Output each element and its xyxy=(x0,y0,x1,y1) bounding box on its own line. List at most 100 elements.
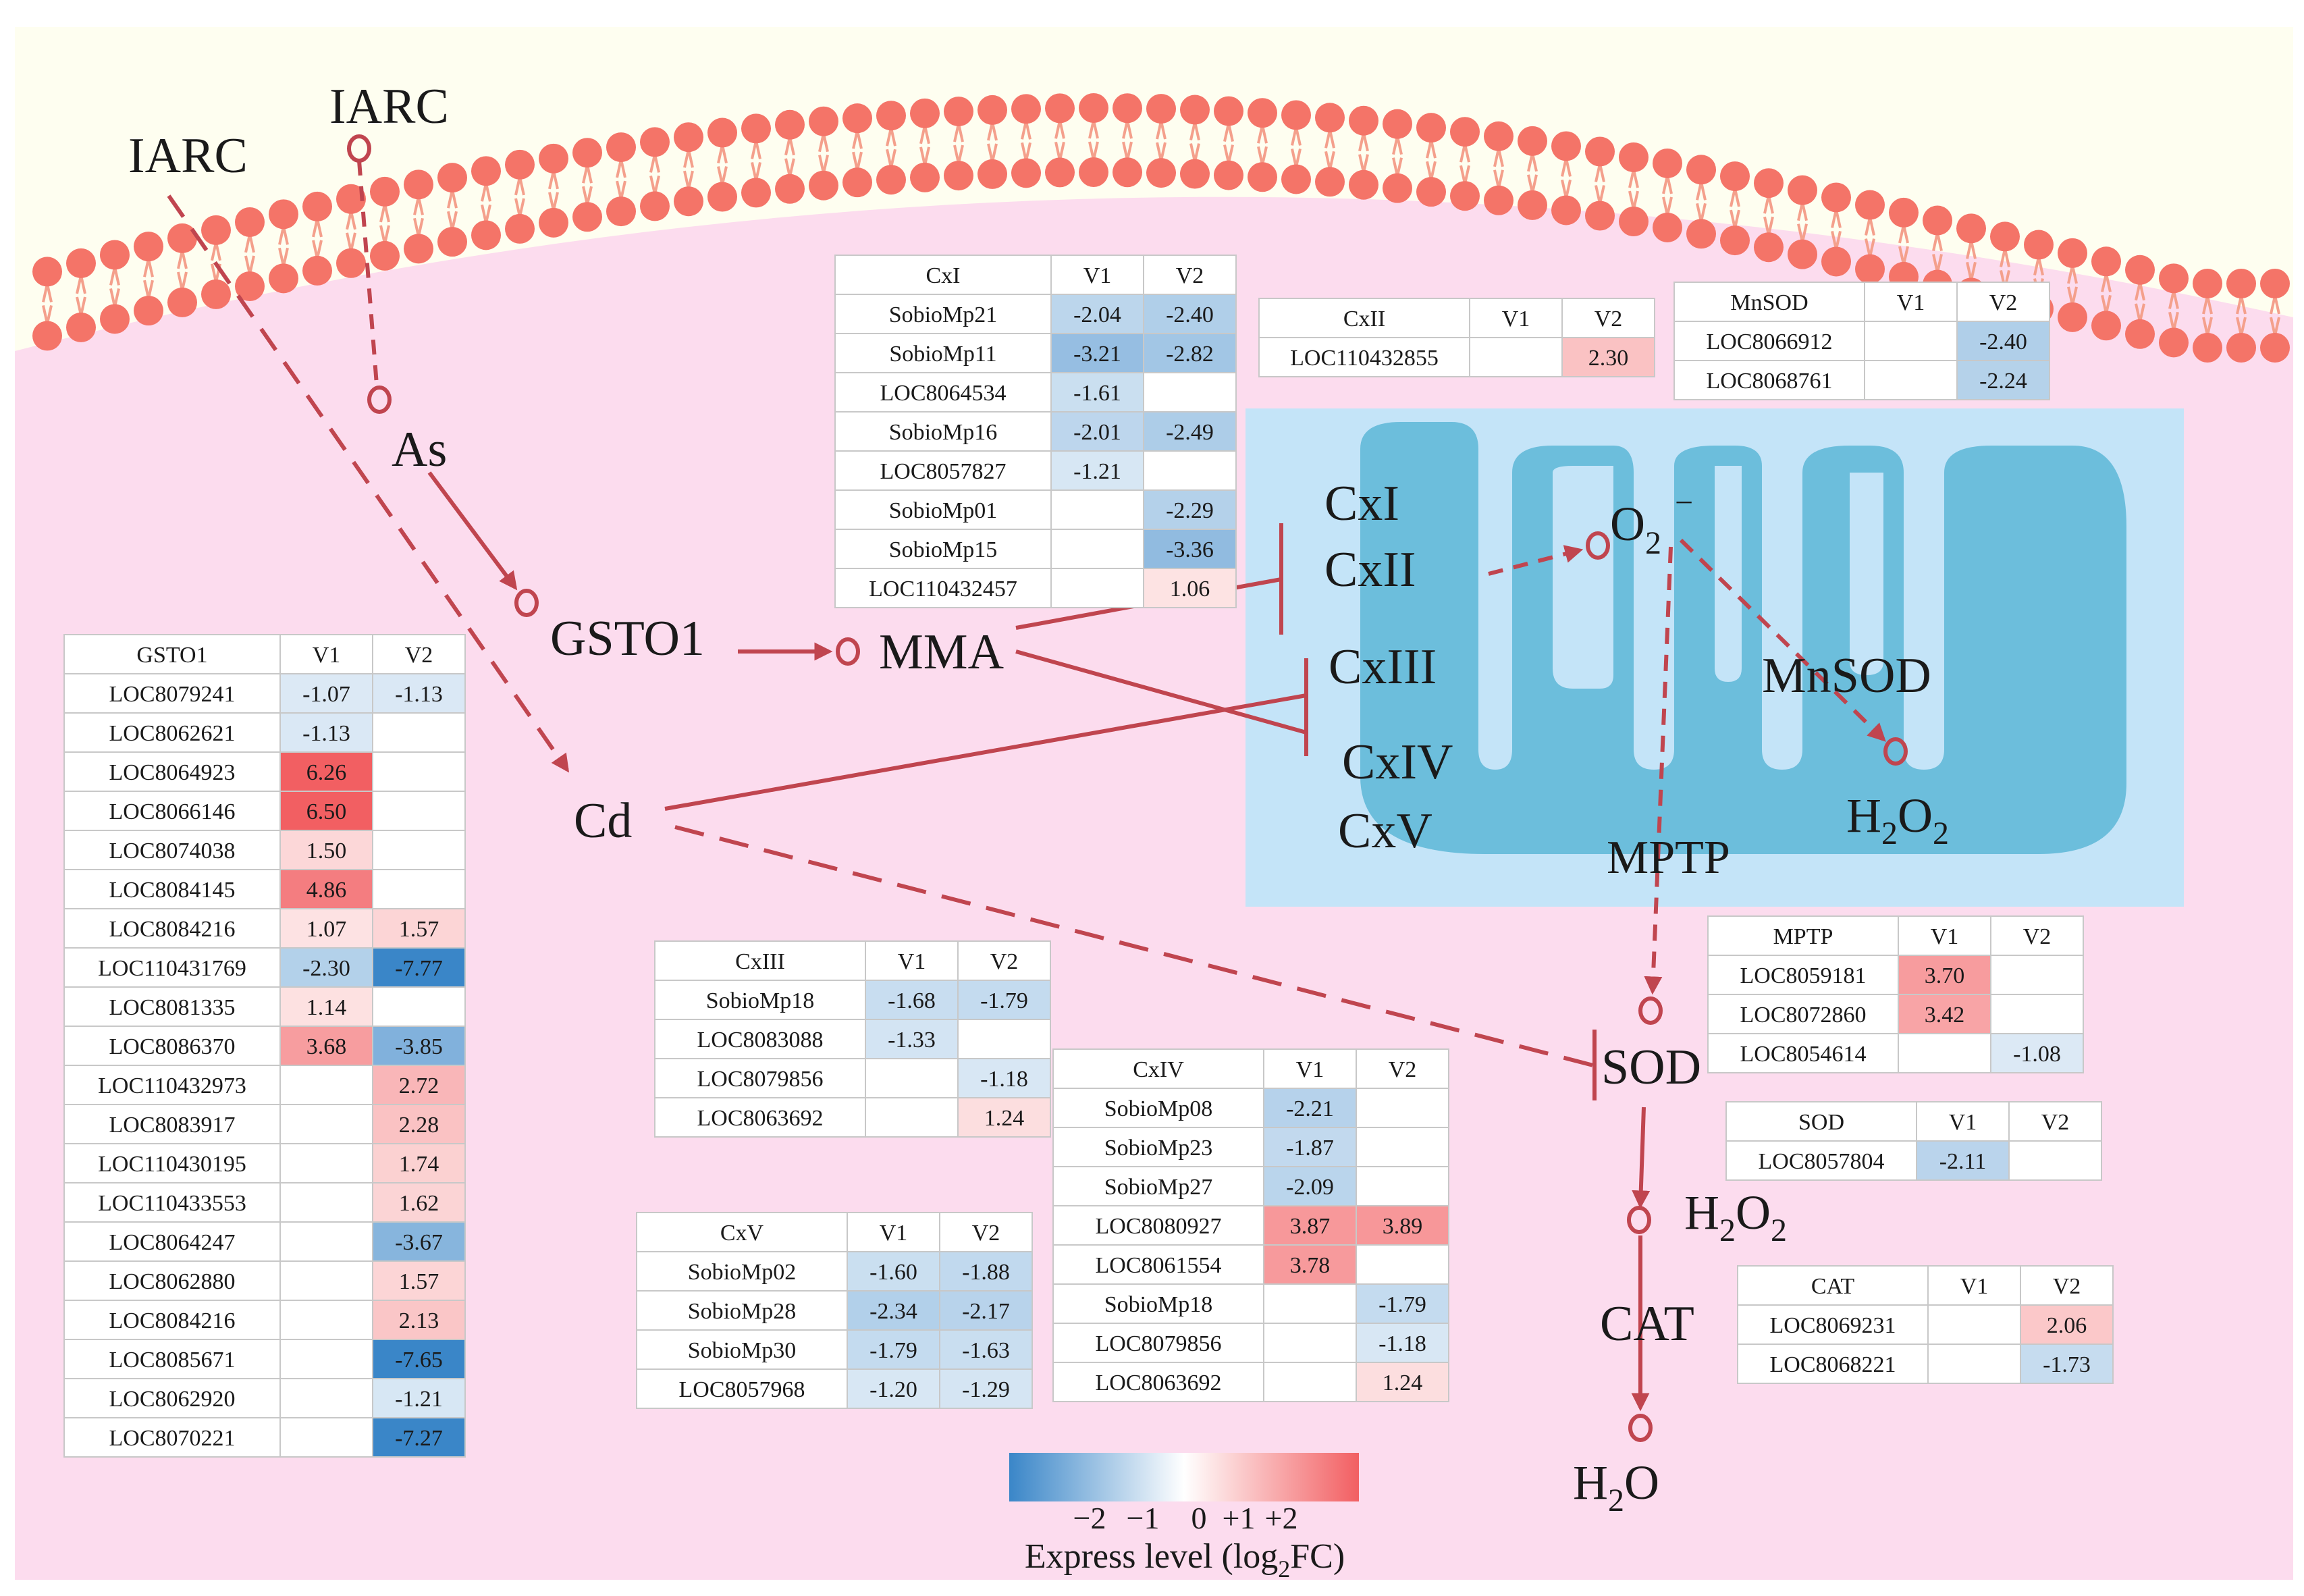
lipid-tail xyxy=(552,192,559,211)
lipid-tail xyxy=(1531,153,1538,172)
lipid-head xyxy=(1079,93,1108,124)
lipid-tail xyxy=(1464,143,1470,163)
lipid-tail xyxy=(552,170,559,190)
label-as: As xyxy=(392,422,447,477)
table-cell xyxy=(1898,1033,1991,1073)
table-cell-text: LOC8064923 xyxy=(109,760,236,785)
legend-tick: −1 xyxy=(1127,1501,1160,1535)
table-cell-text: LOC110432973 xyxy=(98,1073,246,1098)
table-header-text: CxV xyxy=(720,1221,764,1246)
table-header-text: MnSOD xyxy=(1730,290,1808,315)
lipid-head xyxy=(1045,157,1075,188)
lipid-tail xyxy=(113,288,120,307)
table-cell-text: -2.24 xyxy=(1979,369,2027,394)
lipid-tail xyxy=(788,158,795,178)
table-cell-text: LOC110431769 xyxy=(98,956,246,981)
table-cell xyxy=(834,411,1052,452)
lipid-head xyxy=(539,207,568,238)
table-cell xyxy=(1356,1362,1449,1402)
lipid-head xyxy=(910,162,940,192)
table-cell xyxy=(1927,1344,2021,1384)
lipid-tail xyxy=(1227,144,1234,164)
table-cell xyxy=(372,1065,466,1105)
lipid-head xyxy=(1551,195,1581,225)
table-header-text: V1 xyxy=(880,1221,908,1246)
table-cell xyxy=(865,980,959,1020)
table-cell xyxy=(63,830,281,870)
lipid-tail xyxy=(181,250,188,269)
table-cell xyxy=(372,791,466,831)
lipid-head xyxy=(269,199,298,230)
lipid-head xyxy=(1788,175,1817,205)
lipid-head xyxy=(1585,136,1615,167)
table-cell-text: -1.21 xyxy=(395,1387,443,1412)
lipid-head xyxy=(606,196,636,227)
lipid-head xyxy=(2226,333,2256,363)
label-cat: CAT xyxy=(1600,1296,1694,1352)
arrow-o2-to-h2o2 xyxy=(1679,538,1886,742)
table-cell xyxy=(279,1378,373,1418)
table-cell xyxy=(834,294,1052,334)
lipid-tail xyxy=(282,247,289,267)
label-h2o: H2O xyxy=(1573,1456,1659,1518)
lipid-tail xyxy=(1632,190,1639,210)
mitochondrion-inner-fold xyxy=(1553,466,1883,689)
lipid-head xyxy=(167,223,197,253)
table-cell xyxy=(1052,1166,1264,1206)
node-h2o2 xyxy=(1627,1206,1651,1234)
label-cx2: CxII xyxy=(1324,542,1416,597)
lipid-head xyxy=(1180,95,1210,125)
table-cell xyxy=(1143,372,1237,413)
lipid-tail xyxy=(1970,240,1977,259)
table-cell xyxy=(63,1182,281,1223)
table-cell xyxy=(1707,994,1899,1034)
lipid-head xyxy=(640,127,670,157)
table-header-text: V2 xyxy=(972,1221,1000,1246)
table-cell xyxy=(1356,1166,1449,1206)
lipid-head xyxy=(1180,159,1210,189)
table-cell xyxy=(834,333,1052,373)
lipid-tail xyxy=(1700,181,1707,201)
lipid-head xyxy=(336,248,366,278)
lipid-tail xyxy=(1734,188,1740,207)
node-iarc xyxy=(347,134,371,163)
table-cell xyxy=(279,1260,373,1301)
lipid-head xyxy=(1518,126,1547,156)
table-header-text: V1 xyxy=(1502,307,1530,331)
lipid-head xyxy=(1821,246,1851,277)
lipid-tail xyxy=(1396,136,1403,155)
table-header-text: V2 xyxy=(990,949,1019,974)
table-header-text: V1 xyxy=(898,949,926,974)
lipid-head xyxy=(1855,190,1885,220)
table-header-cell xyxy=(1707,915,1899,956)
lipid-head xyxy=(1855,254,1885,284)
table-cell-text: -3.36 xyxy=(1166,537,1214,562)
lipid-tail xyxy=(1430,139,1437,159)
table-cell xyxy=(1263,1362,1357,1402)
lipid-head xyxy=(1383,109,1412,139)
lipid-head xyxy=(1619,142,1649,173)
lipid-head xyxy=(707,117,737,148)
lipid-head xyxy=(2260,333,2290,363)
table-cell xyxy=(63,986,281,1027)
lipid-tail xyxy=(1869,217,1875,236)
table-cell xyxy=(957,1058,1051,1098)
table-cell-text: -7.27 xyxy=(395,1426,443,1451)
table-cell-text: -1.08 xyxy=(2013,1042,2061,1067)
table-header-text: V1 xyxy=(1897,290,1925,315)
table-cell xyxy=(372,673,466,714)
lipid-tail xyxy=(755,140,761,159)
table-cell-text: 6.50 xyxy=(306,799,347,824)
table-cell-text: LOC8068221 xyxy=(1770,1352,1896,1377)
lipid-head xyxy=(2091,311,2121,341)
arrow-iarc-to-cd xyxy=(167,194,570,773)
table-cell xyxy=(1050,450,1144,491)
lipid-head xyxy=(910,98,940,128)
table-cell-text: LOC8086370 xyxy=(109,1034,236,1059)
table-cell-text: LOC8083088 xyxy=(697,1028,824,1053)
table-cell xyxy=(279,1065,373,1105)
table-cell xyxy=(279,1339,373,1379)
table-cell-text: -1.79 xyxy=(869,1338,917,1363)
